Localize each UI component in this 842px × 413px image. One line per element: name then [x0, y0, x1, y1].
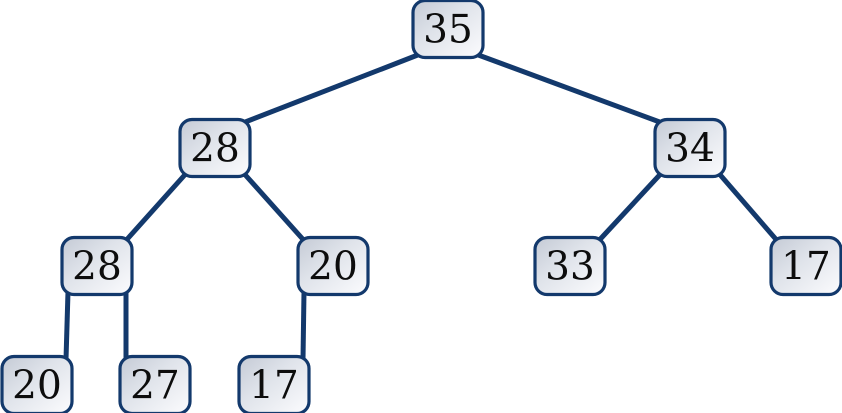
- tree-node-box: [60, 235, 134, 297]
- tree-edge: [242, 171, 306, 243]
- tree-node[interactable]: 33: [533, 235, 607, 297]
- tree-node[interactable]: 34: [653, 117, 727, 179]
- tree-node-label: 20: [308, 245, 358, 290]
- tree-node-box: [533, 235, 607, 297]
- tree-node-box: [653, 117, 727, 179]
- tree-node-label: 27: [130, 364, 180, 409]
- edges-layer: [63, 52, 779, 360]
- tree-node-box: [769, 235, 842, 297]
- tree-node-box: [296, 235, 370, 297]
- tree-edge: [124, 171, 188, 243]
- tree-node-label: 28: [72, 245, 122, 290]
- tree-node[interactable]: 20: [0, 354, 74, 413]
- tree-node-box: [411, 0, 485, 60]
- tree-node-label: 17: [249, 364, 299, 409]
- tree-edge: [243, 52, 420, 125]
- tree-node[interactable]: 27: [118, 354, 192, 413]
- tree-node[interactable]: 17: [237, 354, 311, 413]
- tree-edge: [300, 291, 307, 360]
- tree-node[interactable]: 17: [769, 235, 842, 297]
- tree-node-box: [237, 354, 311, 413]
- tree-node[interactable]: 35: [411, 0, 485, 60]
- tree-edge: [597, 171, 663, 243]
- tree-node-label: 35: [423, 8, 473, 53]
- tree-node-box: [0, 354, 74, 413]
- tree-edge: [63, 291, 71, 360]
- tree-node-label: 34: [665, 127, 715, 172]
- tree-node[interactable]: 28: [60, 235, 134, 297]
- tree-node-label: 28: [190, 127, 240, 172]
- tree-edge: [717, 171, 779, 243]
- tree-node-label: 17: [781, 245, 831, 290]
- tree-node[interactable]: 28: [178, 117, 252, 179]
- tree-node-label: 33: [545, 245, 595, 290]
- tree-node-box: [178, 117, 252, 179]
- tree-node-label: 20: [12, 364, 62, 409]
- tree-node[interactable]: 20: [296, 235, 370, 297]
- tree-node-box: [118, 354, 192, 413]
- tree-edge: [476, 52, 662, 125]
